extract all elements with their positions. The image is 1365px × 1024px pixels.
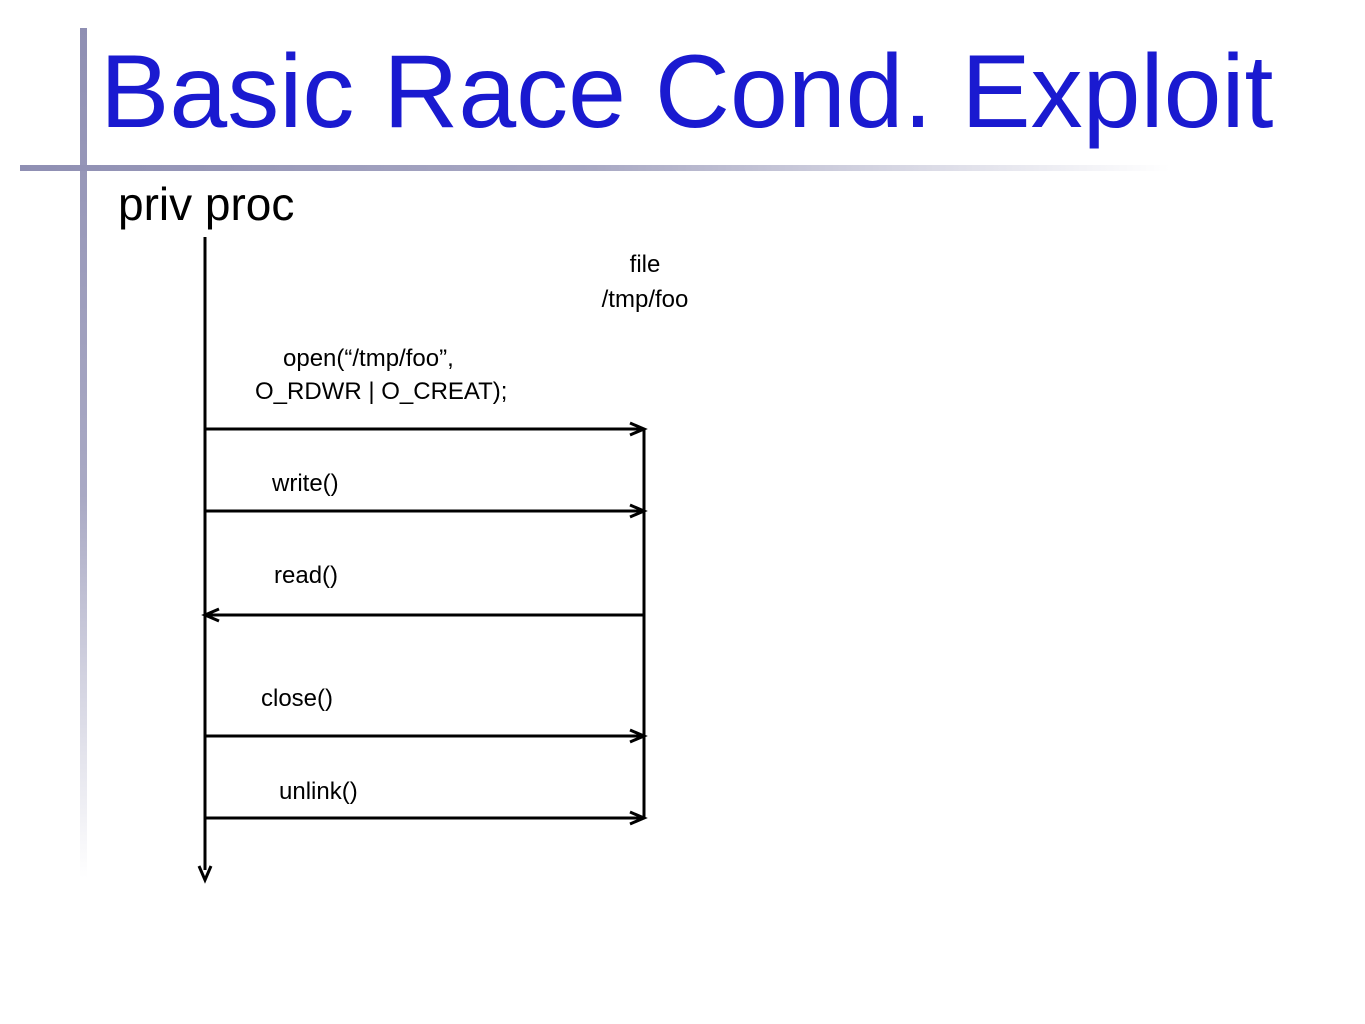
arrowhead-read: [201, 607, 220, 623]
actor-label-priv-proc: priv proc: [118, 178, 295, 230]
call-label-close: close(): [261, 685, 334, 712]
decorative-vertical-rule: [80, 28, 87, 878]
call-label-read: read(): [274, 562, 339, 589]
arrowhead-open: [629, 421, 648, 437]
arrowhead-close: [629, 728, 648, 744]
decorative-horizontal-rule: [20, 165, 1170, 171]
slide-title: Basic Race Cond. Exploit: [100, 34, 1274, 150]
arrowhead-write: [629, 503, 648, 519]
process-timeline-arrowhead: [197, 865, 213, 884]
file-path-label: /tmp/foo: [601, 286, 689, 313]
file-label: file: [629, 251, 661, 278]
call-label-write: write(): [272, 470, 339, 497]
call-label-open: open(“/tmp/foo”,: [283, 345, 454, 372]
arrowhead-unlink: [629, 810, 648, 826]
call-label-open-flags: O_RDWR | O_CREAT);: [255, 378, 508, 405]
call-label-unlink: unlink(): [279, 778, 358, 805]
